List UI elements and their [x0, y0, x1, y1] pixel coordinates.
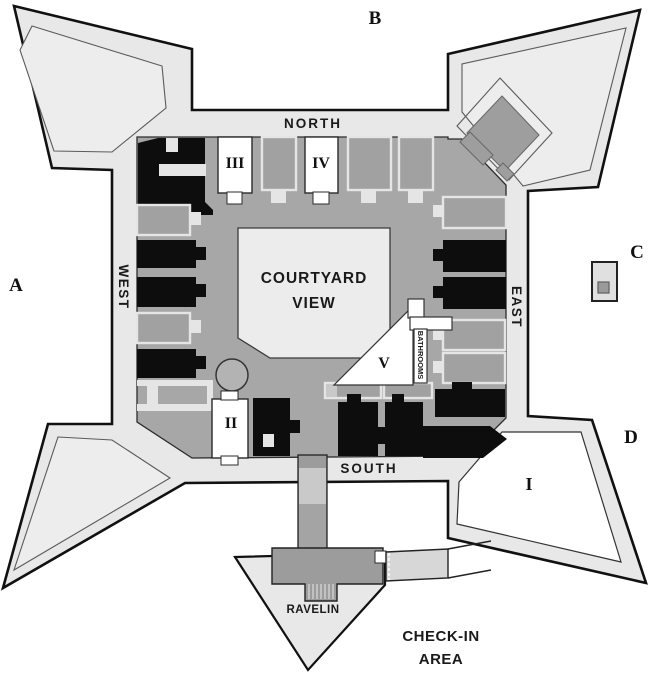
bathrooms-lobby-top: [407, 298, 425, 319]
west-black-2-door: [196, 284, 206, 297]
courtyard: [237, 227, 391, 359]
north-black-notch: [166, 138, 178, 152]
east-black-1-door: [433, 249, 443, 261]
label-d: D: [624, 427, 638, 448]
label-b: B: [369, 8, 382, 29]
label-room-iii: III: [226, 155, 245, 172]
room-iii: [217, 136, 253, 194]
ravelin-stairs: [308, 584, 334, 599]
south-black-4-door: [452, 382, 472, 390]
bastion-nw-inner: [19, 25, 167, 153]
west-gray-1-door: [190, 212, 201, 225]
label-courtyard-line2: VIEW: [292, 295, 336, 312]
area-v-triangle: [332, 304, 414, 386]
bathrooms-lobby-bar: [409, 316, 453, 331]
room-north-gray-2: [346, 135, 393, 192]
ravelin-notch: [374, 550, 387, 564]
label-ravelin: RAVELIN: [286, 604, 339, 616]
room-iv: [304, 136, 339, 194]
room-south-black-3: [385, 402, 423, 456]
well-circle: [215, 358, 249, 392]
ne-diamond-bridge: [459, 131, 494, 166]
room-south-black-bar: [423, 426, 507, 458]
west-black-3-door: [196, 356, 206, 369]
room-east-gray-1: [441, 195, 508, 230]
north-gray-1-door: [271, 190, 286, 203]
label-bathrooms: BATHROOMS: [416, 331, 425, 380]
corridor-bridge-mid: [299, 504, 326, 548]
label-north: NORTH: [284, 116, 342, 131]
room-north-gray-3: [397, 135, 435, 192]
sw-wall-line-1: [137, 380, 207, 386]
marker-c-icon: [591, 261, 618, 302]
sw-wall-line-3: [207, 380, 213, 411]
exit-ramp: [385, 548, 449, 582]
label-a: A: [9, 275, 23, 296]
room-ii-door-bottom: [220, 455, 239, 466]
east-gray-3-door: [433, 361, 443, 373]
label-checkin-line2: AREA: [419, 651, 464, 668]
south-black-1-door: [290, 420, 300, 433]
label-courtyard-line1: COURTYARD: [261, 270, 368, 287]
south-black-1-notch: [263, 434, 274, 447]
bastion-sw-inner: [13, 436, 172, 572]
label-east: EAST: [509, 286, 524, 328]
east-gray-1-door: [433, 205, 443, 217]
room-south-black-2: [338, 402, 378, 456]
sw-wall-notch: [147, 386, 158, 404]
south-black-2-door: [347, 394, 361, 403]
room-iii-door: [226, 191, 243, 205]
room-west-black-1: [137, 240, 196, 268]
room-east-gray-3: [441, 351, 507, 385]
room-east-black-1: [443, 240, 506, 272]
room-north-black: [138, 138, 213, 215]
corridor-bridge-light: [299, 468, 326, 504]
label-checkin-line1: CHECK-IN: [402, 628, 479, 645]
room-north-gray-1: [260, 135, 298, 192]
room-ii-door-top: [220, 390, 239, 401]
label-west: WEST: [116, 265, 131, 310]
north-black-slot: [159, 164, 206, 176]
east-gray-2-door: [433, 328, 443, 340]
label-room-ii: II: [225, 415, 237, 432]
west-gray-2-door: [190, 320, 201, 333]
room-west-gray-1: [135, 203, 192, 237]
exit-ramp-line-bottom: [447, 569, 492, 579]
bathrooms-strip: [413, 328, 428, 384]
north-gray-3-door: [408, 190, 423, 203]
exit-ramp-line-top: [447, 540, 492, 550]
label-south: SOUTH: [340, 461, 397, 476]
label-room-v: V: [378, 355, 390, 372]
west-black-1-door: [196, 247, 206, 260]
ne-diamond-tab: [495, 162, 515, 182]
bastion-se-area-i: [456, 431, 622, 563]
north-gray-2-door: [361, 190, 376, 203]
room-east-gray-2: [441, 318, 507, 352]
room-east-black-2: [443, 277, 506, 309]
room-iv-door: [312, 191, 330, 205]
room-west-gray-2: [135, 311, 192, 345]
south-black-3-door: [392, 394, 404, 403]
room-west-black-2: [137, 277, 196, 307]
label-c: C: [630, 242, 644, 263]
ne-diamond-outline: [456, 77, 553, 181]
room-south-black-1: [253, 398, 290, 456]
south-band-hatch: [326, 384, 337, 397]
room-west-black-3: [137, 349, 196, 378]
south-black-connector: [377, 427, 386, 444]
label-room-i: I: [525, 474, 532, 494]
east-black-2-door: [433, 286, 443, 298]
label-room-iv: IV: [312, 155, 330, 172]
room-south-black-4: [435, 389, 505, 417]
sw-wall-line-2: [137, 404, 238, 411]
